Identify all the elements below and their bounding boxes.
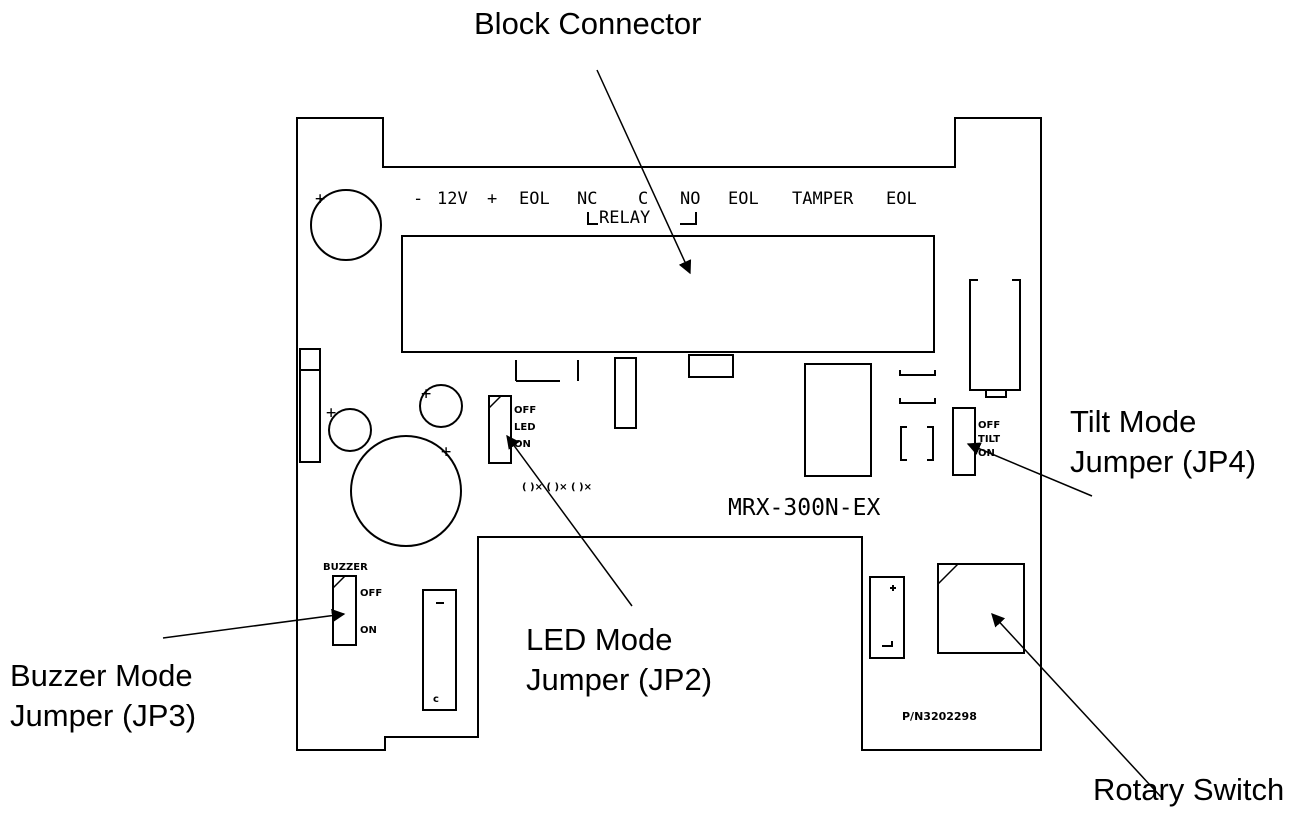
capacitor-plus-4: + bbox=[441, 442, 451, 462]
tilt-jumper: OFF TILT ON bbox=[952, 407, 1000, 476]
callout-rotary-switch: Rotary Switch bbox=[1093, 770, 1284, 810]
capacitor-plus-3: + bbox=[421, 384, 431, 404]
terminal-no: NO bbox=[680, 189, 700, 209]
chip-lower-right bbox=[869, 576, 905, 659]
capacitor-large bbox=[310, 189, 382, 261]
arrow-block-connector bbox=[596, 69, 692, 275]
terminal-eol-2: EOL bbox=[728, 189, 759, 209]
terminal-labels: - 12V + EOL NC C NO EOL TAMPER EOL bbox=[413, 189, 917, 209]
terminal-nc: NC bbox=[577, 189, 597, 209]
callout-line: Jumper (JP2) bbox=[526, 662, 713, 697]
buzzer-disc bbox=[350, 435, 462, 547]
board-outline bbox=[296, 117, 1042, 751]
bracket-pair-1 bbox=[899, 370, 936, 404]
terminal-tamper: TAMPER bbox=[792, 189, 854, 209]
buzzer-jumper: BUZZER OFF ON bbox=[323, 562, 382, 646]
led-jumper: OFF LED ON bbox=[488, 395, 536, 464]
buzzer-on-label: ON bbox=[360, 625, 377, 636]
component-vertical bbox=[614, 357, 637, 429]
block-connector bbox=[401, 235, 935, 353]
terminal-minus: - bbox=[413, 189, 423, 209]
terminal-12v: 12V bbox=[437, 189, 468, 209]
arrow-rotary-switch bbox=[991, 613, 1163, 799]
tilt-off-label: OFF bbox=[978, 420, 1000, 431]
terminal-plus: + bbox=[487, 189, 497, 209]
arrow-led-jumper bbox=[506, 434, 633, 607]
tilt-on-label: ON bbox=[978, 448, 995, 459]
rotary-switch bbox=[937, 563, 1025, 654]
callout-line: Tilt Mode bbox=[1070, 404, 1197, 439]
capacitor-small-2 bbox=[419, 384, 463, 428]
led-off-label: OFF bbox=[514, 405, 536, 416]
buzzer-off-label: OFF bbox=[360, 588, 382, 599]
arrow-tilt-jumper bbox=[966, 442, 1093, 497]
model-label: MRX-300N-EX bbox=[728, 495, 880, 521]
part-number: P/N3202298 bbox=[902, 710, 977, 723]
arrow-buzzer-jumper bbox=[162, 608, 346, 639]
ic-chip bbox=[804, 363, 872, 477]
callout-buzzer-jumper: Buzzer Mode Jumper (JP3) bbox=[10, 656, 196, 736]
callout-block-connector: Block Connector bbox=[474, 4, 701, 44]
side-connector bbox=[299, 348, 321, 463]
callout-line: Buzzer Mode bbox=[10, 658, 193, 693]
chip-mark: c bbox=[433, 694, 439, 705]
relay-label: RELAY bbox=[599, 208, 650, 228]
buzzer-name-label: BUZZER bbox=[323, 562, 368, 573]
callout-line: Rotary Switch bbox=[1093, 772, 1285, 807]
callout-line: Block Connector bbox=[474, 6, 702, 41]
chip-lower-left bbox=[422, 589, 457, 711]
component-bracket bbox=[515, 360, 579, 382]
relay-bracket: RELAY bbox=[587, 208, 697, 228]
led-on-label: ON bbox=[514, 439, 531, 450]
terminal-eol-1: EOL bbox=[519, 189, 550, 209]
tilt-name-label: TILT bbox=[978, 434, 1000, 445]
component-small bbox=[688, 354, 734, 378]
led-name-label: LED bbox=[514, 422, 536, 433]
pads-row: ( )⨯ ( )⨯ ( )⨯ bbox=[522, 482, 592, 493]
callout-line: Jumper (JP3) bbox=[10, 698, 197, 733]
callout-line: LED Mode bbox=[526, 622, 673, 657]
callout-tilt-jumper: Tilt Mode Jumper (JP4) bbox=[1070, 402, 1256, 482]
terminal-c: C bbox=[638, 189, 648, 209]
battery-holder bbox=[969, 279, 1021, 398]
bracket-pair-2 bbox=[900, 426, 934, 461]
terminal-eol-3: EOL bbox=[886, 189, 917, 209]
callout-led-jumper: LED Mode Jumper (JP2) bbox=[526, 620, 712, 700]
capacitor-plus-2: + bbox=[326, 403, 336, 423]
capacitor-plus-1: + bbox=[315, 189, 325, 209]
callout-line: Jumper (JP4) bbox=[1070, 444, 1257, 479]
capacitor-small-1 bbox=[328, 408, 372, 452]
